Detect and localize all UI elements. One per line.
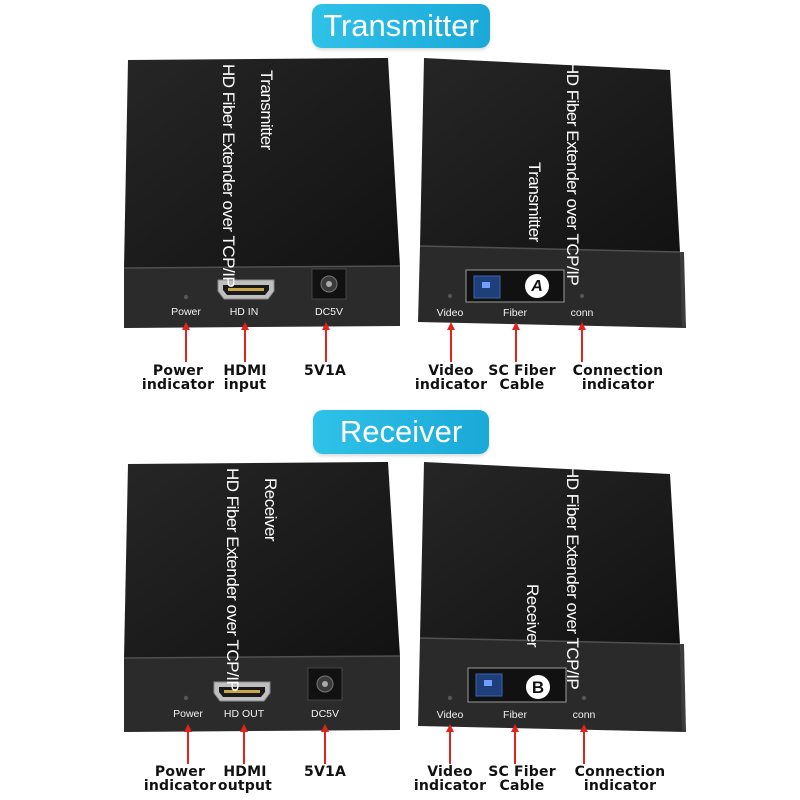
video-led — [447, 293, 453, 299]
video-port-label: Video — [436, 307, 464, 319]
fiber-badge-a: A — [531, 278, 543, 295]
transmitter-title: Transmitter — [312, 4, 490, 48]
receiver-back-device: HD Fiber Extender over TCP/IP Receiver B… — [412, 460, 694, 740]
video-port-label: Video — [436, 709, 464, 721]
hdmi-port-label: HD OUT — [223, 708, 265, 720]
conn-led — [579, 293, 585, 299]
dc-port-label: DC5V — [314, 306, 344, 318]
arrow-up-icon — [184, 724, 192, 764]
receiver-front-label-2: Receiver — [261, 478, 280, 542]
power-led — [183, 695, 189, 701]
transmitter-front-device: HD Fiber Extender over TCP/IP Transmitte… — [118, 56, 408, 336]
hdmi-port-icon — [213, 681, 271, 702]
arrow-up-icon — [322, 322, 330, 362]
power-led — [183, 294, 189, 300]
conn-led — [581, 695, 587, 701]
arrow-up-icon — [182, 322, 190, 362]
transmitter-back-label-1: HD Fiber Extender over TCP/IP — [563, 62, 582, 286]
transmitter-front-label-1: HD Fiber Extender over TCP/IP — [219, 64, 238, 288]
conn-port-label: conn — [570, 307, 594, 319]
receiver-back-label-2: Receiver — [523, 584, 542, 648]
transmitter-back-device: HD Fiber Extender over TCP/IP Transmitte… — [412, 56, 694, 336]
receiver-front-device: HD Fiber Extender over TCP/IP Receiver P… — [118, 460, 408, 740]
fiber-port-label: Fiber — [503, 307, 527, 319]
sc-fiber-port-icon — [467, 667, 567, 703]
dc-jack-icon — [311, 268, 347, 300]
hdmi-port-icon — [217, 279, 275, 300]
receiver-front-label-1: HD Fiber Extender over TCP/IP — [223, 468, 242, 692]
video-led — [447, 695, 453, 701]
transmitter-back-label-2: Transmitter — [525, 162, 544, 242]
caption-5v1a: 5V1A — [304, 363, 346, 379]
arrow-up-icon — [511, 724, 519, 764]
receiver-back-label-1: HD Fiber Extender over TCP/IP — [563, 466, 582, 690]
power-port-label: Power — [171, 306, 201, 318]
receiver-title: Receiver — [313, 410, 489, 454]
arrow-up-icon — [240, 724, 248, 764]
dc-port-label: DC5V — [310, 708, 340, 720]
power-port-label: Power — [173, 708, 203, 720]
sc-fiber-port-icon — [465, 269, 565, 303]
arrow-up-icon — [241, 322, 249, 362]
arrow-up-icon — [446, 724, 454, 764]
arrow-up-icon — [512, 322, 520, 362]
dc-jack-icon — [307, 667, 343, 701]
caption-5v1a: 5V1A — [304, 764, 346, 780]
arrow-up-icon — [578, 322, 586, 362]
arrow-up-icon — [321, 724, 329, 764]
arrow-up-icon — [580, 724, 588, 764]
arrow-up-icon — [447, 322, 455, 362]
hdmi-port-label: HD IN — [229, 306, 259, 318]
fiber-port-label: Fiber — [503, 709, 527, 721]
transmitter-front-label-2: Transmitter — [257, 70, 276, 150]
fiber-badge-b: B — [531, 678, 545, 697]
conn-port-label: conn — [572, 709, 596, 721]
